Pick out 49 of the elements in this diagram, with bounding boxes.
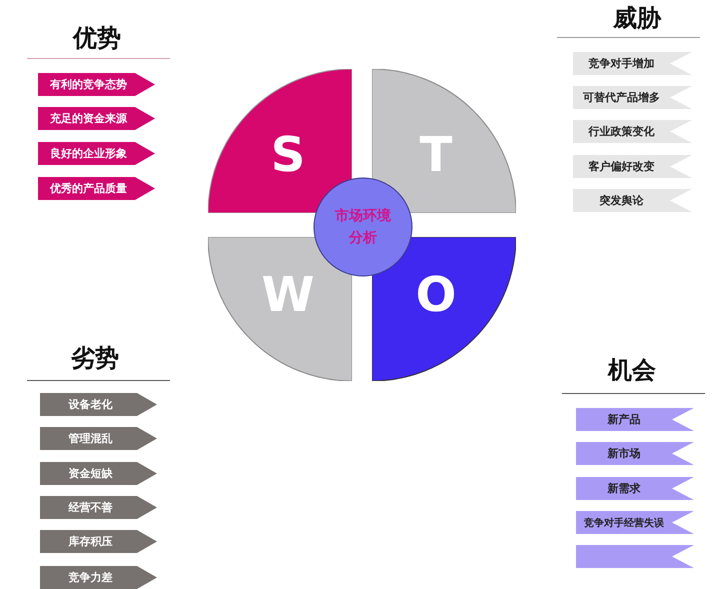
ribbon-banner [576, 511, 694, 534]
banner-text: 充足的资金来源 [50, 111, 127, 126]
arrow-banner [40, 393, 157, 416]
arrow-banner [38, 73, 155, 96]
banner-text: 良好的企业形象 [50, 146, 127, 161]
ribbon-banner [573, 155, 692, 178]
arrow-banner [38, 142, 155, 165]
banner-text: 新需求 [608, 481, 640, 496]
ribbon-banner [573, 189, 692, 212]
section-heading: 威胁 [612, 3, 662, 34]
section-heading: 优势 [71, 23, 122, 54]
banner-text: 优秀的产品质量 [50, 181, 127, 196]
banner-text: 客户偏好改变 [588, 159, 654, 174]
banner-text: 新产品 [608, 412, 640, 427]
banner-text: 有利的竞争态势 [50, 77, 127, 92]
ribbon-banner [573, 52, 692, 75]
ribbon-banner [573, 120, 692, 143]
center-text: 市场环境分析 [334, 206, 392, 248]
banner-text: 库存积压 [68, 534, 112, 549]
ribbon-banner [576, 477, 694, 500]
arrow-banner [40, 462, 157, 485]
banner-text: 竞争力差 [68, 570, 112, 585]
section-heading: 机会 [606, 355, 657, 386]
banner-text: 经营不善 [68, 500, 112, 515]
banner-text: 突发舆论 [600, 193, 644, 208]
quadrant-letter: S [270, 127, 306, 183]
arrow-banner [40, 427, 157, 450]
banner-text: 竞争对手经营失误 [584, 516, 664, 530]
ribbon-banner [576, 545, 694, 568]
arrow-banner [38, 107, 155, 130]
arrow-banner [40, 530, 157, 553]
banner-text: 行业政策变化 [588, 124, 654, 139]
banner-text: 资金短缺 [68, 466, 112, 481]
banner-text: 可替代产品增多 [583, 90, 660, 105]
quadrant-letter: W [262, 267, 314, 323]
quadrant-letter: T [420, 127, 452, 183]
ribbon-banner [573, 86, 692, 109]
arrow-banner [40, 496, 157, 519]
section-heading: 劣势 [70, 343, 120, 374]
arrow-banner [38, 177, 155, 200]
banner-text: 新市场 [608, 446, 640, 461]
quadrant-letter: O [416, 267, 456, 323]
center-circle [313, 177, 413, 277]
banner-text: 竞争对手增加 [588, 56, 654, 71]
ribbon-banner [576, 408, 694, 431]
banner-text: 设备老化 [68, 397, 112, 412]
banner-text: 管理混乱 [68, 431, 112, 446]
ribbon-banner [576, 442, 694, 465]
arrow-banner [40, 566, 157, 589]
